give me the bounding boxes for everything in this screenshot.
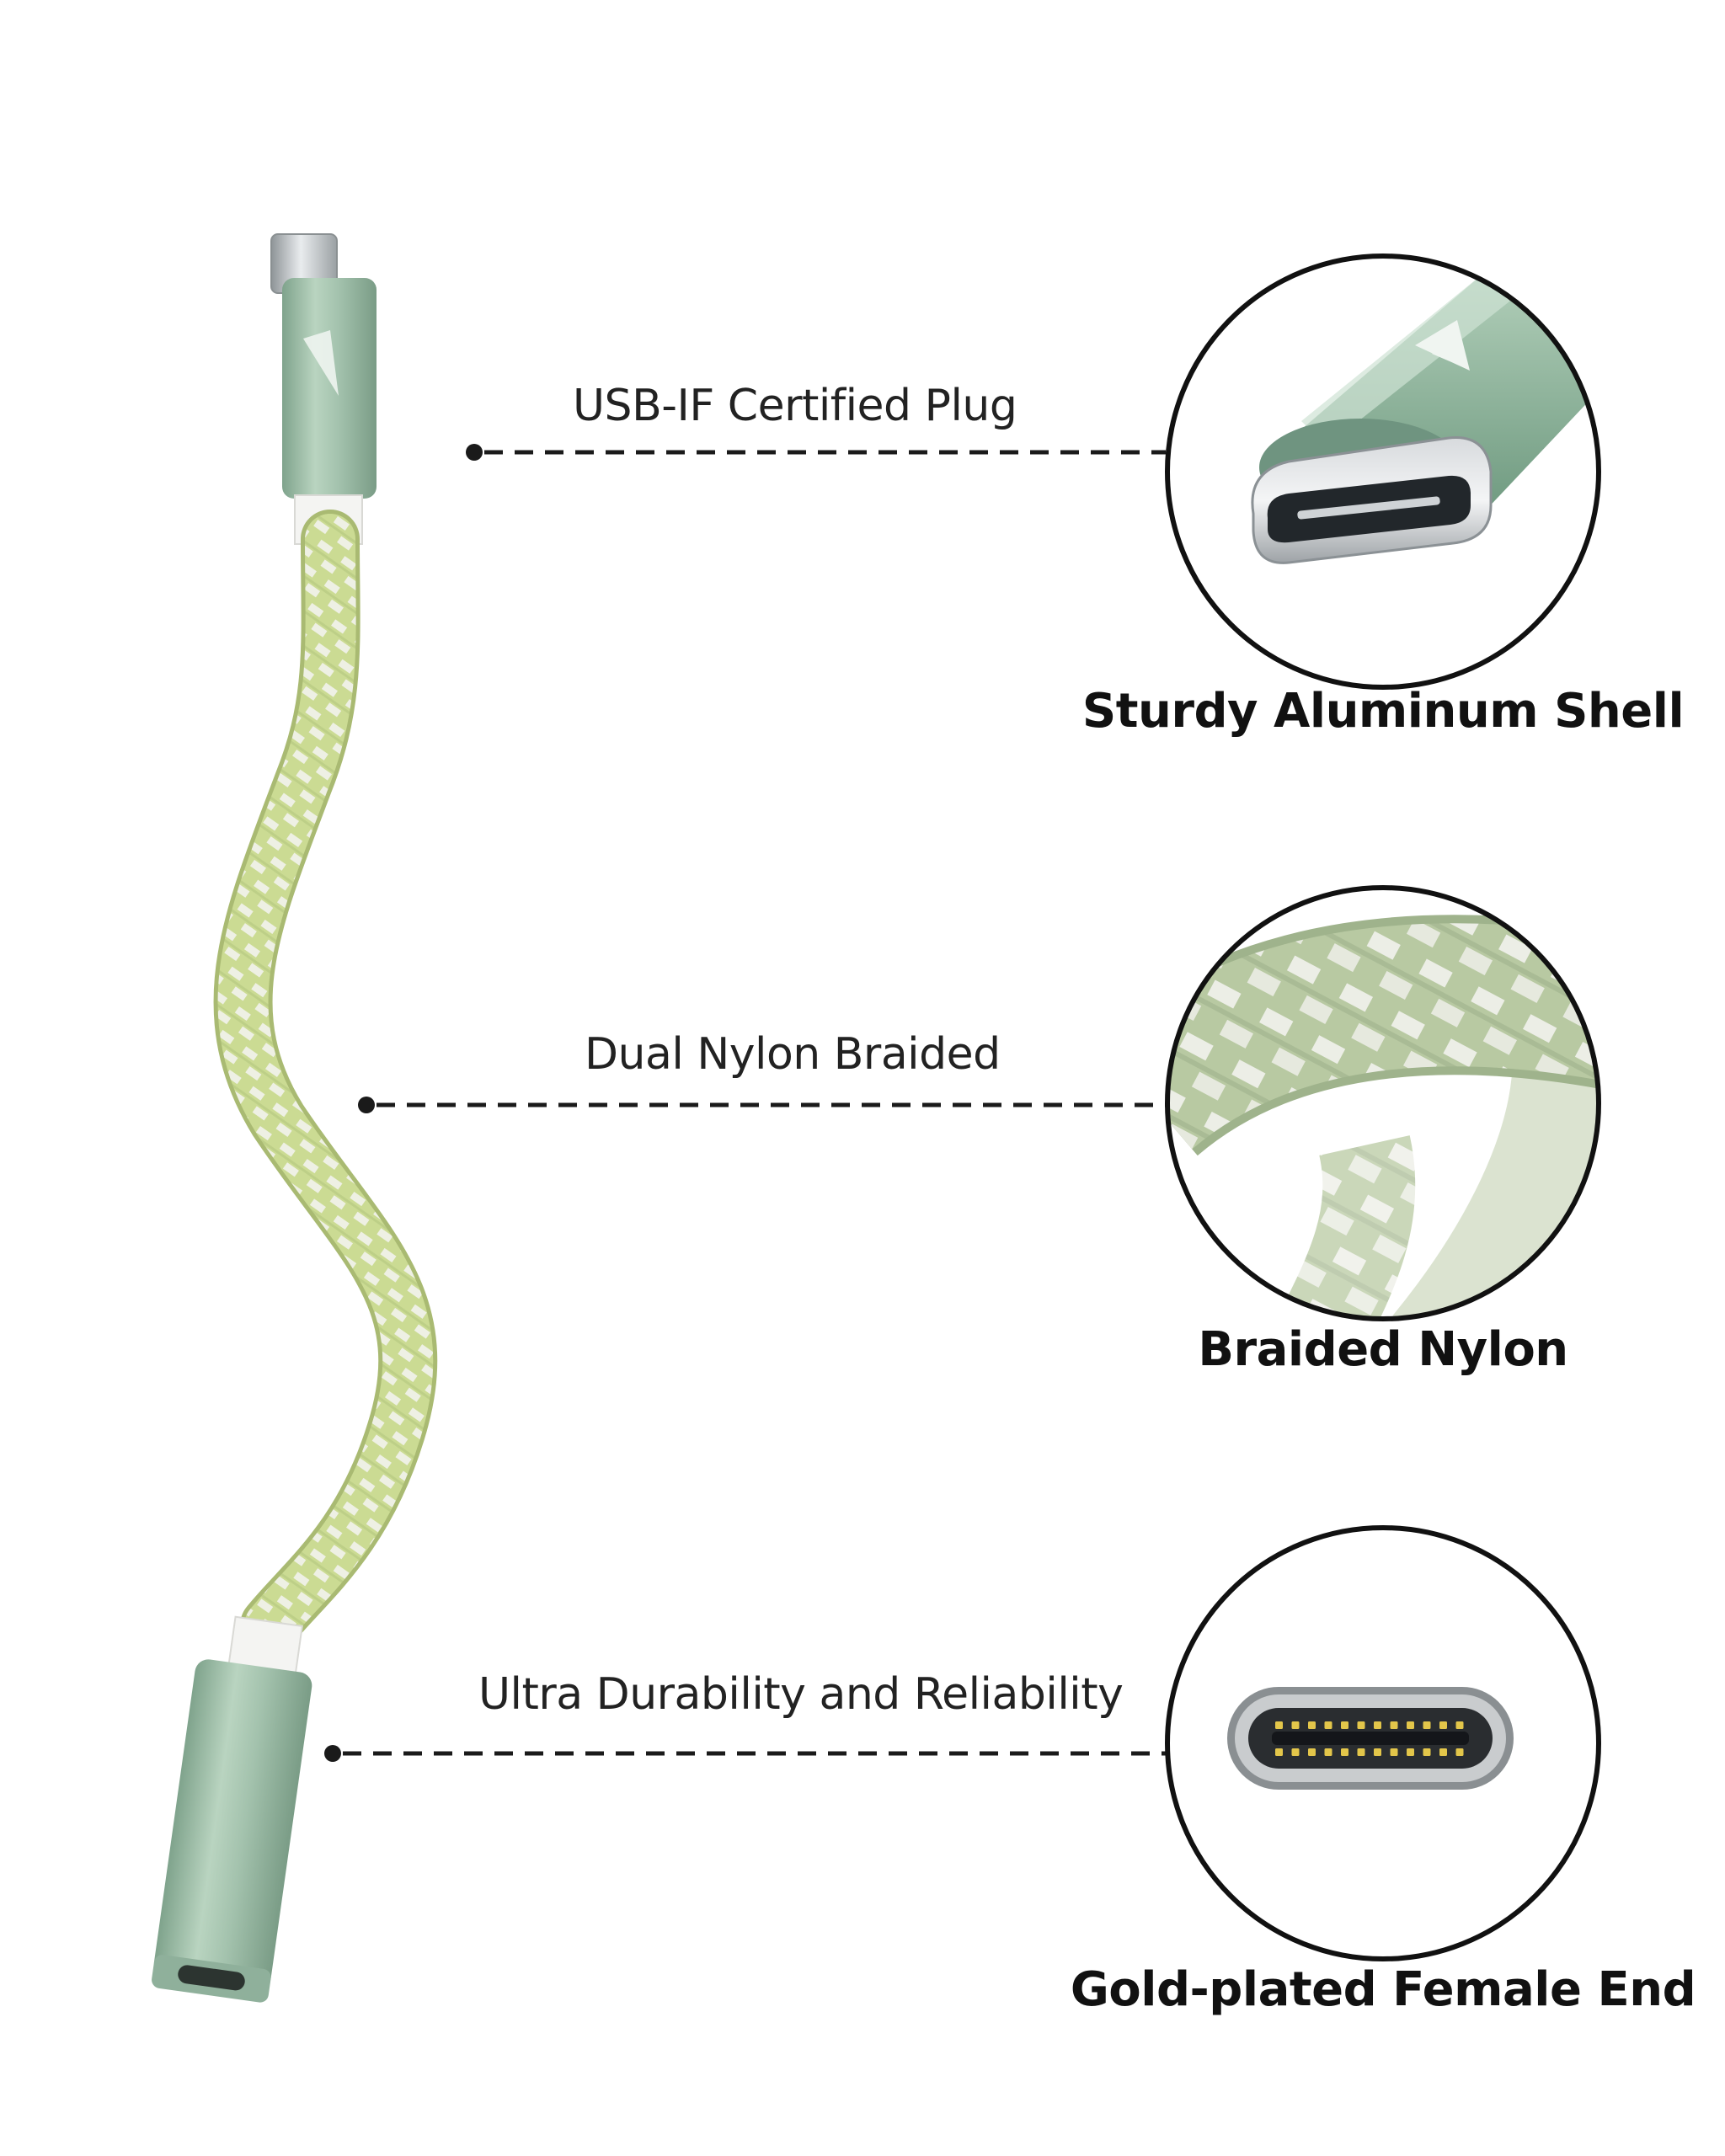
gold-pin [1308,1748,1316,1756]
callout-dot-3 [324,1745,341,1762]
brand-logo-zoom [1415,320,1470,371]
bottom-aluminum-shell [152,1659,312,2003]
callout-dot-1 [466,444,483,461]
callout-label-1: USB-IF Certified Plug [573,381,1017,431]
gold-pin [1407,1721,1414,1729]
gold-pin [1275,1748,1283,1756]
gold-pin [1324,1748,1332,1756]
zoom-circle-braid [1165,885,1601,1321]
gold-pin [1455,1721,1464,1729]
gold-pin [1423,1748,1431,1756]
feature-caption-1: Sturdy Aluminum Shell [1081,684,1685,739]
callout-label-2: Dual Nylon Braided [585,1029,1001,1080]
gold-pin [1439,1721,1447,1729]
cable-illustration [152,233,438,2003]
gold-pin [1455,1748,1464,1756]
braid-closeup [1167,923,1599,1150]
gold-pin [1407,1748,1414,1756]
gold-pin [1423,1721,1431,1729]
gold-pins [1275,1721,1464,1756]
callout-dot-2 [358,1097,375,1113]
gold-pin [1291,1721,1300,1729]
braided-cable [217,514,434,1651]
gold-pin [1374,1721,1381,1729]
gold-pin [1357,1748,1365,1756]
gold-pin [1390,1721,1398,1729]
gold-pin [1439,1748,1447,1756]
gold-pin [1308,1721,1316,1729]
gold-pin [1341,1721,1348,1729]
feature-caption-3: Gold-plated Female End [1070,1962,1696,2017]
zoom-circle-plug [1165,253,1601,690]
top-aluminum-shell [282,278,377,499]
gold-pin [1341,1748,1348,1756]
brand-logo [303,330,339,396]
callout-label-3: Ultra Durability and Reliability [478,1669,1124,1720]
gold-pin [1275,1721,1283,1729]
feature-caption-2: Braided Nylon [1198,1322,1568,1377]
gold-pin [1357,1721,1365,1729]
gold-pin [1390,1748,1398,1756]
zoom-circle-port [1165,1525,1601,1961]
gold-pin [1324,1721,1332,1729]
usb-c-female-port [178,1965,245,1991]
callout-lines [324,444,1166,1762]
gold-pin [1374,1748,1381,1756]
gold-pin [1291,1748,1300,1756]
